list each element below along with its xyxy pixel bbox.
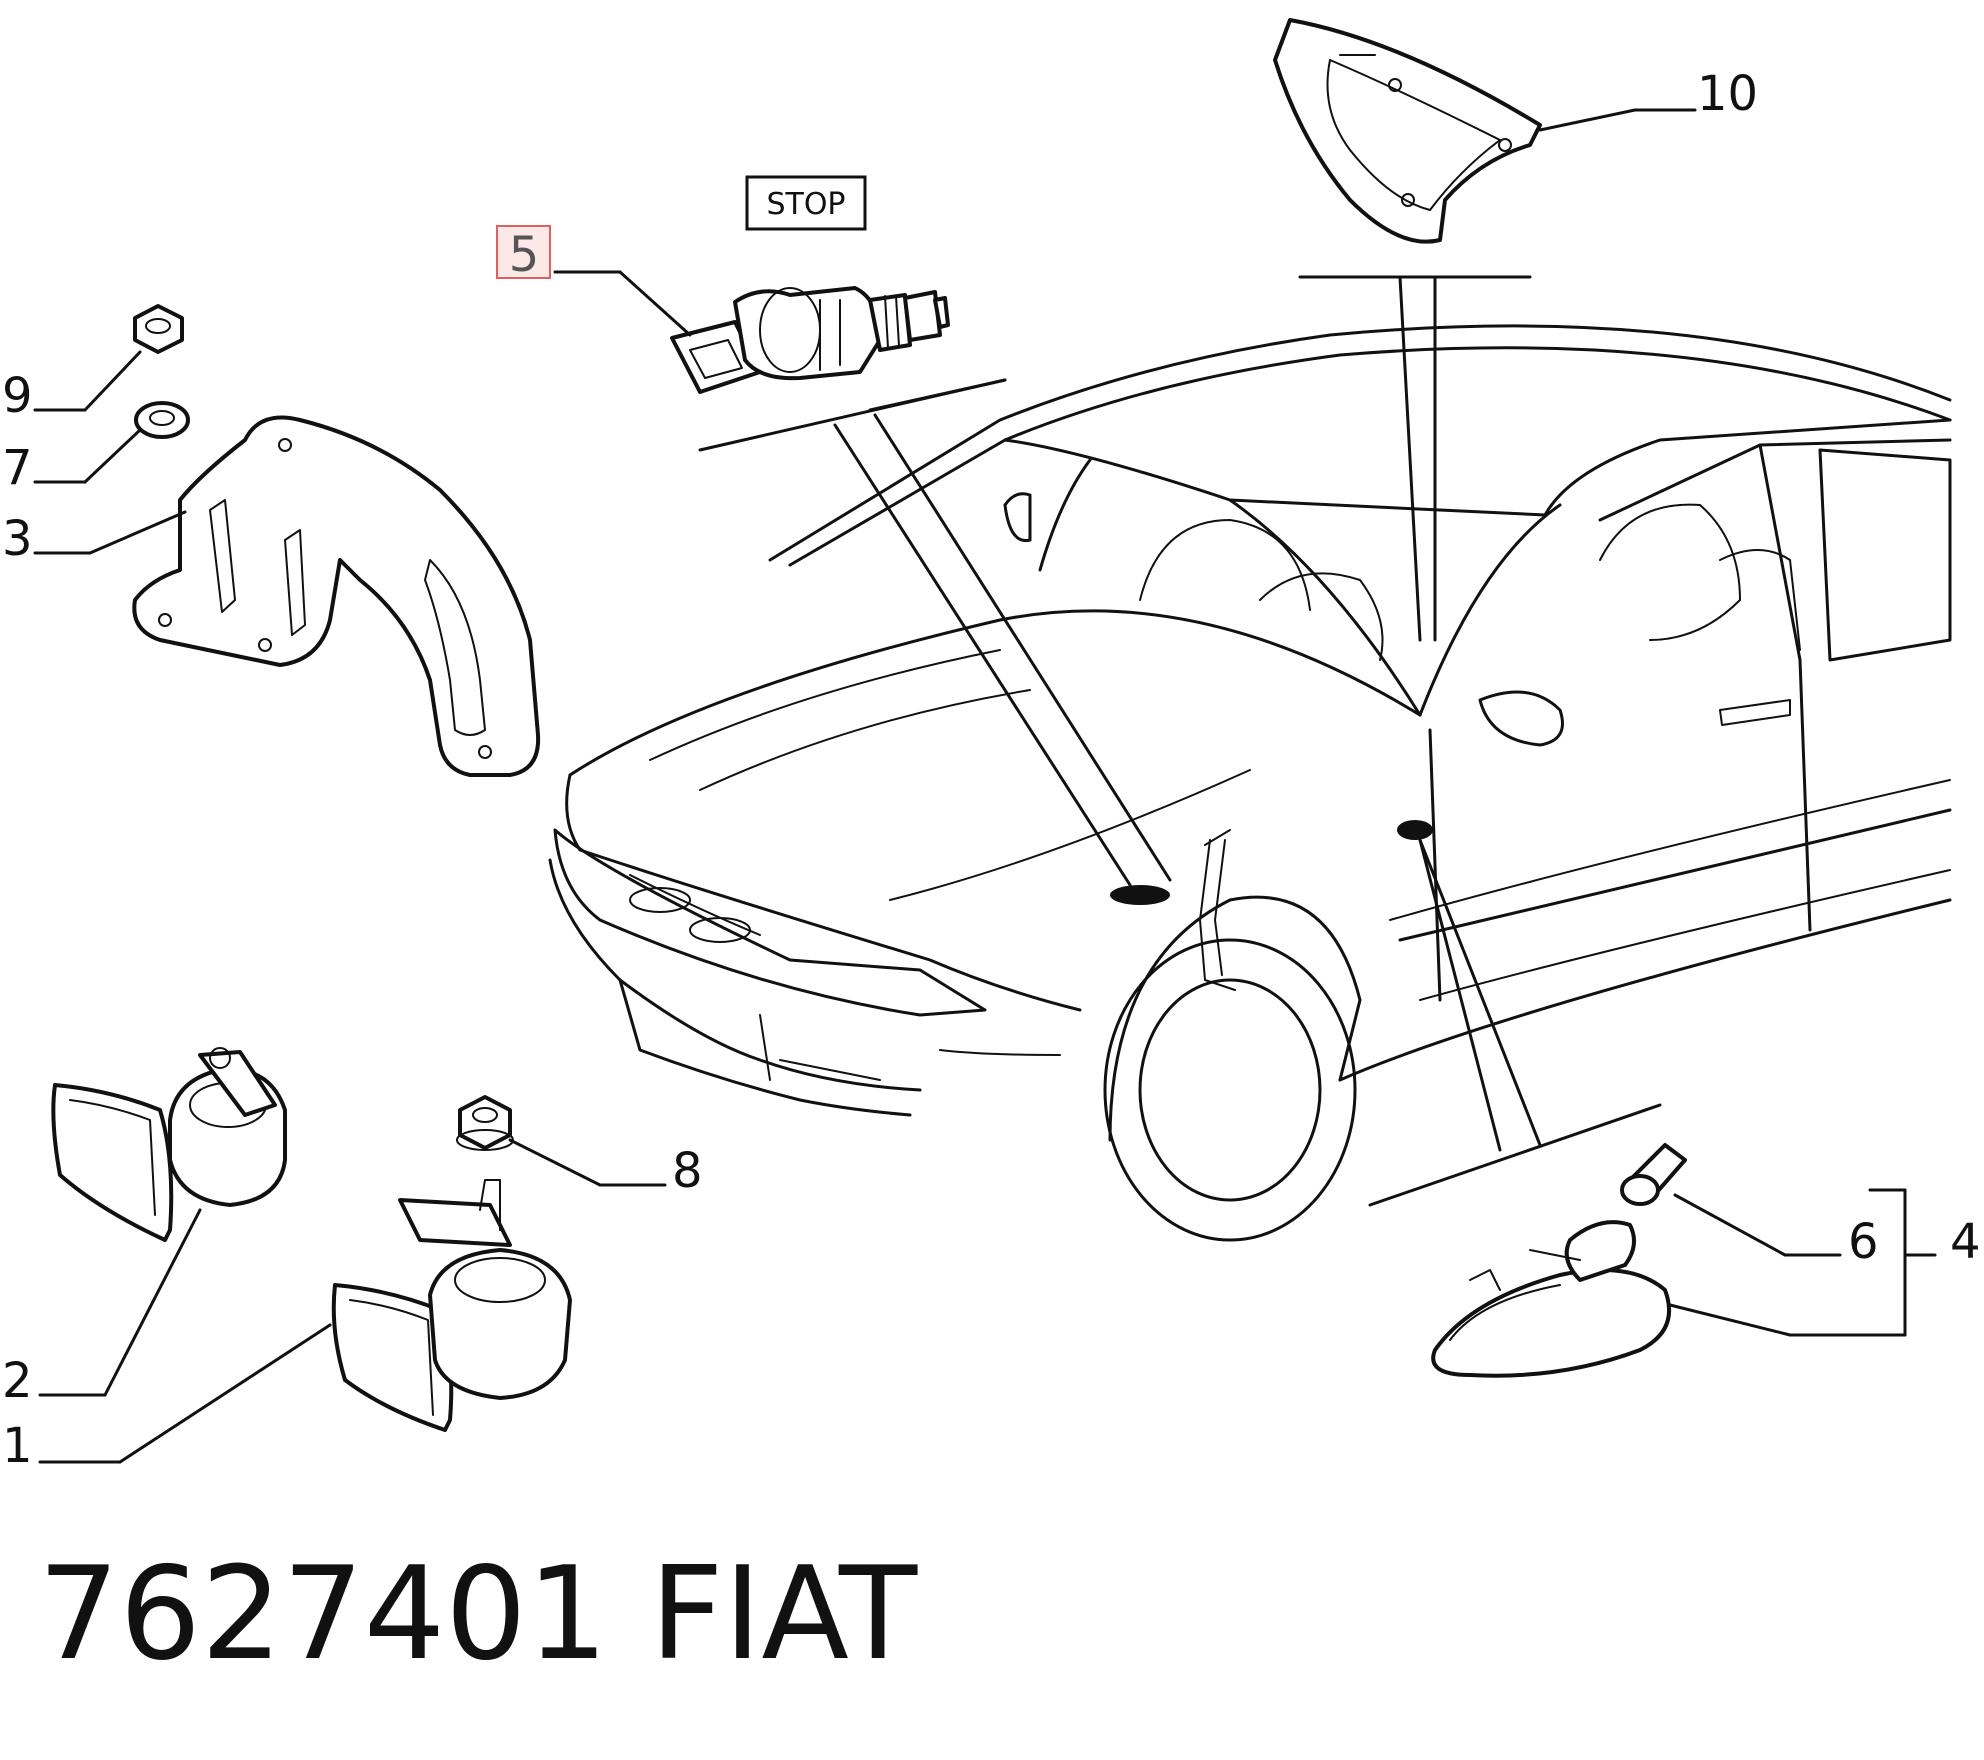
callout-6: 6 xyxy=(1848,1214,1879,1270)
footer: 7627401 FIAT xyxy=(38,1540,918,1689)
part-7-washer: 7 xyxy=(2,401,190,496)
part-6-bulb: 6 xyxy=(1620,1143,1879,1270)
car-illustration xyxy=(548,324,1952,1242)
part-4-side-marker: 4 xyxy=(1431,1188,1981,1378)
callout-9: 9 xyxy=(2,368,33,424)
callout-2: 2 xyxy=(2,1353,33,1409)
part-5-stop-switch: 5 xyxy=(496,225,950,394)
part-1-horn: 1 xyxy=(2,1179,572,1474)
callout-5-highlight xyxy=(496,225,551,279)
callout-5: 5 xyxy=(509,227,540,283)
callout-7: 7 xyxy=(2,440,33,496)
part-number: 7627401 xyxy=(38,1540,608,1689)
callout-3: 3 xyxy=(2,511,33,567)
part-2-horn: 2 xyxy=(2,1047,287,1409)
stop-label-box: STOP xyxy=(745,175,867,231)
callout-4: 4 xyxy=(1950,1214,1981,1270)
part-9-nut: 9 xyxy=(2,304,184,424)
part-8-nut: 8 xyxy=(456,1095,703,1199)
callout-8: 8 xyxy=(672,1143,703,1199)
callout-10: 10 xyxy=(1697,66,1758,122)
brand-name: FIAT xyxy=(650,1540,918,1689)
callout-1: 1 xyxy=(2,1418,33,1474)
hood-mount-spot xyxy=(1110,885,1170,905)
part-10-pad: 10 xyxy=(1273,18,1758,244)
part-3-bracket: 3 xyxy=(2,415,541,777)
side-marker-spot xyxy=(1397,820,1433,840)
leader-lines xyxy=(698,275,1662,1207)
stop-label: STOP xyxy=(766,187,845,222)
